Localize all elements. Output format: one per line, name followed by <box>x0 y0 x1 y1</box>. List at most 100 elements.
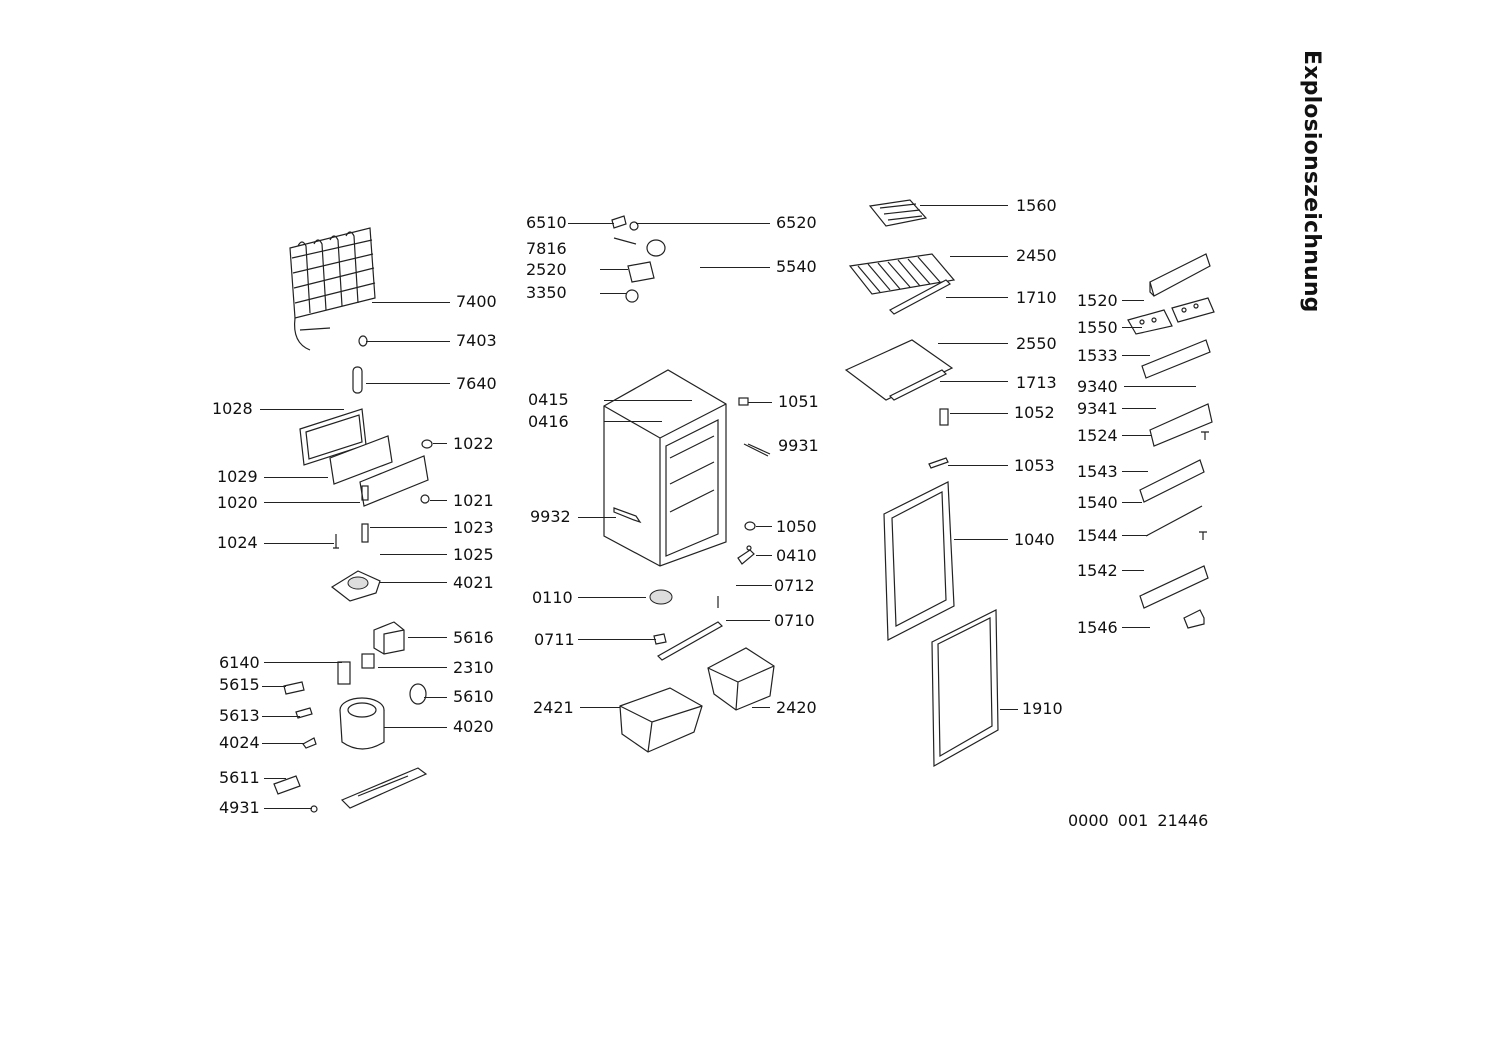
part-label-5615: 5615 <box>219 675 260 694</box>
clip-4024-drawing <box>302 737 317 749</box>
tool-9932-drawing <box>613 507 642 524</box>
part-label-0416: 0416 <box>528 412 569 431</box>
screw-4931-drawing <box>310 805 318 813</box>
crisper-2420-drawing <box>707 647 775 711</box>
screw-0712-drawing <box>717 596 719 608</box>
part-label-2520: 2520 <box>526 260 567 279</box>
part-label-0410: 0410 <box>776 546 817 565</box>
hinge-0410-drawing <box>737 545 755 565</box>
capacitor-5610-drawing <box>409 683 427 705</box>
glass-shelf-2550-drawing <box>844 339 954 401</box>
part-label-6510: 6510 <box>526 213 567 232</box>
door-gasket-1910-drawing <box>931 609 999 768</box>
part-label-2550: 2550 <box>1016 334 1057 353</box>
cabinet-drawing <box>603 369 727 567</box>
bracket-1023-drawing <box>361 523 369 543</box>
part-label-9340: 9340 <box>1077 377 1118 396</box>
part-label-9931: 9931 <box>778 436 819 455</box>
base-plate-drawing <box>340 767 428 809</box>
wire-shelf-2450-drawing <box>848 253 956 295</box>
part-label-7403: 7403 <box>456 331 497 350</box>
thermostat-4021-drawing <box>330 570 381 602</box>
crisper-2421-drawing <box>619 687 703 753</box>
relay-6140-drawing <box>337 653 375 685</box>
part-label-1546: 1546 <box>1077 618 1118 637</box>
part-label-1520: 1520 <box>1077 291 1118 310</box>
shelf-support-0710-drawing <box>653 621 723 661</box>
part-label-9341: 9341 <box>1077 399 1118 418</box>
part-label-3350: 3350 <box>526 283 567 302</box>
part-label-4931: 4931 <box>219 798 260 817</box>
part-label-1020: 1020 <box>217 493 258 512</box>
part-label-9932: 9932 <box>530 507 571 526</box>
part-label-0710: 0710 <box>774 611 815 630</box>
diagram-title: Explosionszeichnung <box>1299 50 1324 313</box>
document-number: 0000 001 21446 <box>1068 811 1209 830</box>
part-label-1025: 1025 <box>453 545 494 564</box>
knob-1022-drawing <box>421 439 433 449</box>
lamp-assembly-drawing <box>611 215 666 303</box>
door-bin-1524-drawing <box>1149 403 1213 447</box>
bracket-5611-drawing <box>273 775 301 795</box>
part-label-0110: 0110 <box>532 588 573 607</box>
part-label-2421: 2421 <box>533 698 574 717</box>
door-bin-1542-drawing <box>1139 565 1209 609</box>
door-bin-1540-drawing <box>1139 459 1205 503</box>
bracket-1052-drawing <box>939 408 949 426</box>
part-label-1533: 1533 <box>1077 346 1118 365</box>
part-label-1710: 1710 <box>1016 288 1057 307</box>
rail-1544-drawing <box>1145 505 1203 537</box>
shelf-trim-1713-drawing <box>888 369 948 401</box>
part-label-1053: 1053 <box>1014 456 1055 475</box>
stop-1546-drawing <box>1183 609 1205 629</box>
part-label-5616: 5616 <box>453 628 494 647</box>
part-label-5611: 5611 <box>219 768 260 787</box>
part-label-1023: 1023 <box>453 518 494 537</box>
screw-1024-drawing <box>333 534 339 549</box>
compressor-4020-drawing <box>339 697 385 750</box>
part-label-0711: 0711 <box>534 630 575 649</box>
part-label-1028: 1028 <box>212 399 253 418</box>
part-label-1050: 1050 <box>776 517 817 536</box>
cover-5616-drawing <box>373 621 405 655</box>
ice-tray-1560-drawing <box>868 199 928 227</box>
part-label-5540: 5540 <box>776 257 817 276</box>
part-label-7816: 7816 <box>526 239 567 258</box>
part-label-0712: 0712 <box>774 576 815 595</box>
door-bin-1520-drawing <box>1149 253 1211 297</box>
part-label-5613: 5613 <box>219 706 260 725</box>
part-label-1910: 1910 <box>1022 699 1063 718</box>
part-label-6520: 6520 <box>776 213 817 232</box>
screw-1544-drawing <box>1199 531 1207 540</box>
part-label-1029: 1029 <box>217 467 258 486</box>
small-parts-5615-5613-drawing <box>283 681 313 719</box>
shelf-trim-1710-drawing <box>889 279 951 315</box>
hinge-1053-drawing <box>928 457 949 469</box>
part-label-1040: 1040 <box>1014 530 1055 549</box>
egg-tray-1550-drawing <box>1127 297 1215 335</box>
part-label-1051: 1051 <box>778 392 819 411</box>
part-label-1550: 1550 <box>1077 318 1118 337</box>
part-label-2310: 2310 <box>453 658 494 677</box>
part-label-4024: 4024 <box>219 733 260 752</box>
part-label-4021: 4021 <box>453 573 494 592</box>
part-label-6140: 6140 <box>219 653 260 672</box>
part-label-7400: 7400 <box>456 292 497 311</box>
part-label-1024: 1024 <box>217 533 258 552</box>
part-label-1540: 1540 <box>1077 493 1118 512</box>
hinge-1051-drawing <box>738 397 749 406</box>
part-label-1524: 1524 <box>1077 426 1118 445</box>
part-label-2420: 2420 <box>776 698 817 717</box>
door-1040-drawing <box>883 481 955 641</box>
part-label-2450: 2450 <box>1016 246 1057 265</box>
part-label-5610: 5610 <box>453 687 494 706</box>
door-bin-1533-drawing <box>1141 339 1211 379</box>
bushing-1050-drawing <box>744 521 756 531</box>
foot-0110-drawing <box>649 589 673 605</box>
control-panel-1029-drawing <box>329 435 429 507</box>
filter-drier-drawing <box>352 366 363 394</box>
part-label-1560: 1560 <box>1016 196 1057 215</box>
part-label-1713: 1713 <box>1016 373 1057 392</box>
part-label-1544: 1544 <box>1077 526 1118 545</box>
